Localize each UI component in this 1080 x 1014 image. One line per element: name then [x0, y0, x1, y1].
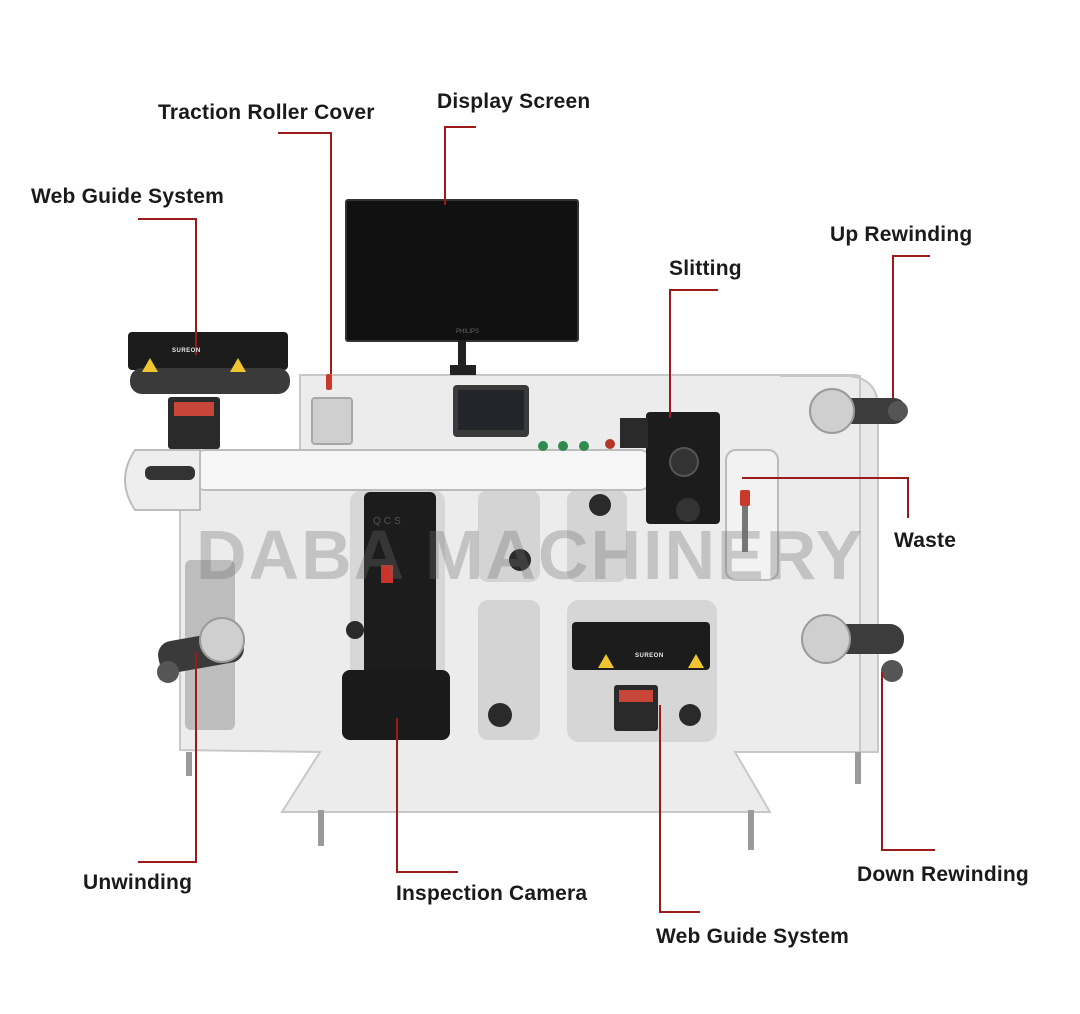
- slitting-knob: [669, 447, 699, 477]
- leader-line-web-guide-bottom: [659, 705, 700, 913]
- roller: [589, 494, 611, 516]
- top-web-guide-body: [128, 332, 288, 370]
- brand-watermark: DABA MACHINERY: [196, 516, 865, 594]
- guide-vendor-text: SUREON: [172, 348, 201, 354]
- control-button: [579, 441, 589, 451]
- label-inspection-camera: Inspection Camera: [396, 882, 588, 905]
- leader-line-inspection-camera: [396, 718, 458, 873]
- label-waste: Waste: [894, 529, 957, 552]
- leader-line-up-rewinding: [892, 255, 930, 398]
- leader-line-slitting: [669, 289, 718, 418]
- frame-window-4: [567, 490, 627, 582]
- warning-triangle-icon: [598, 654, 614, 668]
- label-down-rewinding: Down Rewinding: [857, 863, 1029, 886]
- warning-triangle-icon: [230, 358, 246, 372]
- left-rail-shaft: [145, 466, 195, 480]
- label-slitting: Slitting: [669, 257, 742, 280]
- leader-line-web-guide-top: [138, 218, 197, 355]
- roller: [679, 704, 701, 726]
- unwinding-hub: [199, 617, 245, 663]
- leader-line-unwinding: [138, 652, 197, 863]
- bottom-web-guide-body: [572, 622, 710, 670]
- cover-handle: [326, 374, 332, 390]
- camera-warning-label: [381, 565, 393, 583]
- machine-foot: [748, 810, 754, 850]
- waste-lever: [742, 500, 748, 552]
- control-button: [538, 441, 548, 451]
- down-rewinding-hub: [801, 614, 851, 664]
- warning-triangle-icon: [142, 358, 158, 372]
- waste-lever-handle: [740, 490, 750, 506]
- up-rewinding-cap: [888, 401, 908, 421]
- machine-foot: [855, 752, 861, 784]
- leader-line-waste: [742, 477, 909, 518]
- monitor-brand-text: PHILIPS: [456, 329, 480, 335]
- controller-display: [174, 402, 214, 416]
- roller: [346, 621, 364, 639]
- camera-brand-text: QCS: [373, 516, 404, 527]
- top-rail: [194, 449, 651, 491]
- label-unwinding: Unwinding: [83, 871, 193, 894]
- slitting-roller: [620, 418, 648, 448]
- warning-triangle-icon: [688, 654, 704, 668]
- up-rewinding-hub: [809, 388, 855, 434]
- leader-line-down-rewinding: [881, 672, 935, 851]
- label-display-screen: Display Screen: [437, 90, 591, 113]
- control-button: [605, 439, 615, 449]
- display-monitor: [345, 199, 579, 342]
- hmi-screen: [458, 390, 524, 430]
- top-web-guide-roller: [130, 368, 290, 394]
- monitor-stand-foot: [450, 365, 476, 375]
- machine-foot: [186, 752, 192, 776]
- roller: [509, 549, 531, 571]
- controller-display: [619, 690, 653, 702]
- label-web-guide-top: Web Guide System: [31, 185, 225, 208]
- label-traction-roller-cover: Traction Roller Cover: [158, 101, 375, 124]
- machine-foot: [318, 810, 324, 846]
- monitor-stand: [458, 340, 466, 374]
- control-button: [558, 441, 568, 451]
- traction-roller-cover: [311, 397, 353, 445]
- waste-plate: [725, 449, 779, 581]
- slitting-knob: [676, 498, 700, 522]
- inspection-camera-body: [364, 492, 436, 697]
- guide-vendor-text: SUREON: [635, 653, 664, 659]
- inspection-camera-base: [342, 670, 450, 740]
- leader-line-traction-roller-cover: [278, 132, 332, 374]
- leader-line-display-screen: [444, 126, 476, 205]
- roller: [488, 703, 512, 727]
- label-web-guide-bottom: Web Guide System: [656, 925, 850, 948]
- down-rewinding-cap: [881, 660, 903, 682]
- label-up-rewinding: Up Rewinding: [830, 223, 973, 246]
- unwinding-cap: [157, 661, 179, 683]
